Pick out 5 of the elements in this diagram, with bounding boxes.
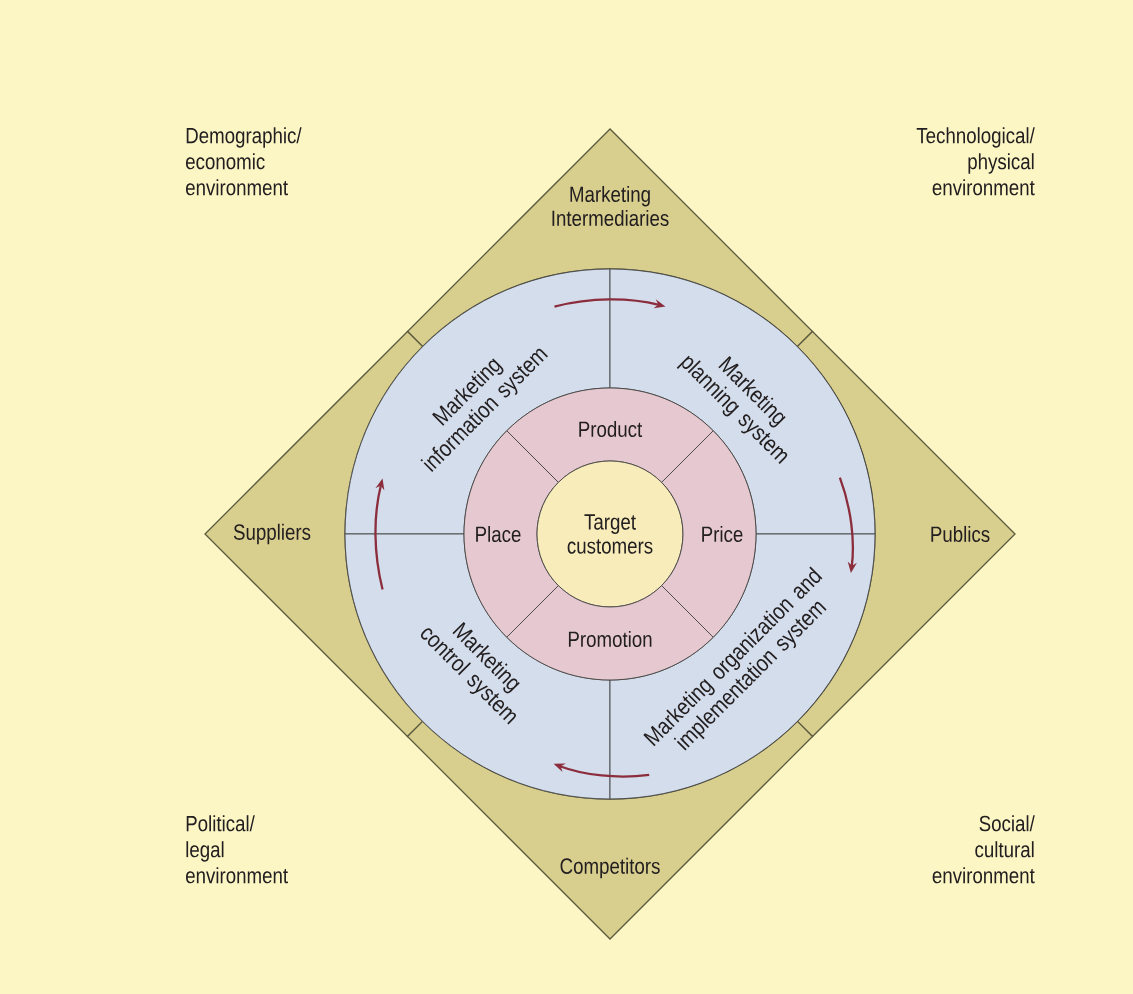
environment-label: Technological/ physical environment xyxy=(916,127,1035,196)
environment-label: Demographic/ economic environment xyxy=(186,127,302,196)
diamond-segment: Marketing Intermediaries xyxy=(406,128,814,348)
environment-label: Social/ cultural environment xyxy=(932,815,1035,884)
environment-label: Political/ legal environment xyxy=(186,815,288,884)
